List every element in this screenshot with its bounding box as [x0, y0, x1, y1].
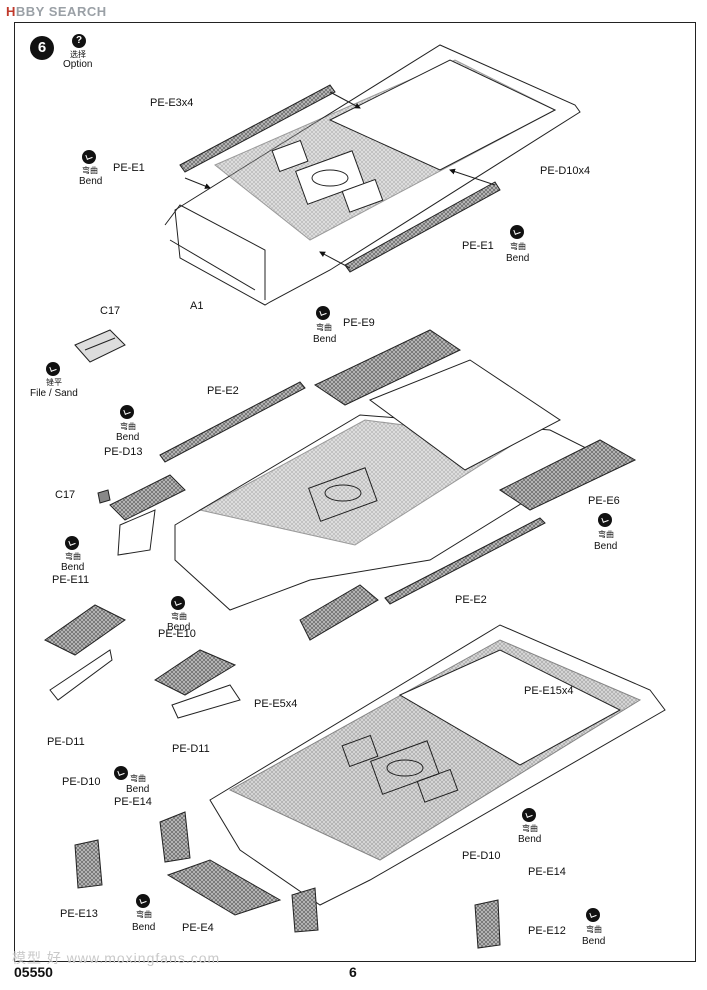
label-a1: A1 — [190, 300, 204, 312]
bend-icon — [510, 225, 524, 239]
bend-label-cn: 弯曲 — [522, 824, 538, 833]
option-label-cn: 选择 — [70, 50, 86, 59]
label-pe-e12: PE-E12 — [528, 925, 566, 937]
label-c17-a: C17 — [100, 305, 121, 317]
bend-label-cn: 弯曲 — [598, 530, 614, 539]
label-pe-d10-a: PE-D10 — [62, 776, 101, 788]
label-pe-d10-b: PE-D10 — [462, 850, 501, 862]
hobbysearch-logo: HBBY SEARCH — [6, 4, 107, 19]
watermark: 模型 好 www.moxingfans.com — [12, 950, 221, 966]
bend-icon — [136, 894, 150, 908]
product-code: 05550 — [14, 964, 53, 980]
label-pe-e14-a: PE-E14 — [114, 796, 152, 808]
bend-label-en: Bend — [313, 334, 337, 345]
roof-assembly-1 — [164, 44, 581, 306]
option-label-en: Option — [63, 59, 93, 70]
bend-label-en: Bend — [167, 622, 191, 633]
step-number: 6 — [30, 36, 54, 60]
bend-icon — [114, 766, 128, 780]
file-label-en: File / Sand — [30, 388, 78, 399]
bend-label-cn: 弯曲 — [586, 925, 602, 934]
file-label-cn: 锉平 — [46, 378, 62, 387]
bend-label-en: Bend — [594, 541, 618, 552]
bend-icon — [316, 306, 330, 320]
bend-icon — [82, 150, 96, 164]
label-pe-e4: PE-E4 — [182, 922, 214, 934]
label-pe-e1-a: PE-E1 — [113, 162, 145, 174]
bend-label-cn: 弯曲 — [82, 166, 98, 175]
bend-label-cn: 弯曲 — [316, 323, 332, 332]
question-icon: ? — [72, 34, 86, 48]
bend-label-en: Bend — [126, 784, 150, 795]
roof-assembly-3 — [44, 604, 666, 949]
label-pe-e2-b: PE-E2 — [455, 594, 487, 606]
page-number: 6 — [349, 964, 357, 980]
label-pe-e9: PE-E9 — [343, 317, 375, 329]
label-pe-e14-b: PE-E14 — [528, 866, 566, 878]
bend-label-en: Bend — [79, 176, 103, 187]
label-pe-e15x4: PE-E15x4 — [524, 685, 574, 697]
bend-label-en: Bend — [132, 922, 156, 933]
bend-icon — [171, 596, 185, 610]
label-c17-b: C17 — [55, 489, 76, 501]
label-pe-e3x4: PE-E3x4 — [150, 97, 194, 109]
bend-label-en: Bend — [518, 834, 542, 845]
file-icon — [46, 362, 60, 376]
label-pe-e1-b: PE-E1 — [462, 240, 494, 252]
bend-icon — [522, 808, 536, 822]
bend-label-cn: 弯曲 — [65, 552, 81, 561]
bend-label-cn: 弯曲 — [510, 242, 526, 251]
bend-label-cn: 弯曲 — [136, 910, 152, 919]
label-pe-e5x4: PE-E5x4 — [254, 698, 298, 710]
label-pe-e13: PE-E13 — [60, 908, 98, 920]
bend-label-cn: 弯曲 — [171, 612, 187, 621]
label-pe-e10: PE-E10 — [158, 628, 196, 640]
bend-label-cn: 弯曲 — [120, 422, 136, 431]
bend-icon — [598, 513, 612, 527]
label-pe-d11-a: PE-D11 — [47, 736, 85, 748]
label-pe-e2-a: PE-E2 — [207, 385, 239, 397]
bend-label-en: Bend — [61, 562, 85, 573]
label-pe-e11: PE-E11 — [52, 574, 90, 586]
bend-label-cn: 弯曲 — [130, 774, 146, 783]
bend-label-en: Bend — [116, 432, 140, 443]
label-pe-d13: PE-D13 — [104, 446, 143, 458]
label-pe-d11-b: PE-D11 — [172, 743, 210, 755]
bend-label-en: Bend — [582, 936, 606, 947]
page-frame — [14, 22, 696, 962]
bend-label-en: Bend — [506, 253, 530, 264]
label-pe-d10x4: PE-D10x4 — [540, 165, 591, 177]
label-pe-e6: PE-E6 — [588, 495, 620, 507]
bend-icon — [120, 405, 134, 419]
bend-icon — [65, 536, 79, 550]
roof-assembly-2 — [74, 329, 637, 641]
bend-icon — [586, 908, 600, 922]
